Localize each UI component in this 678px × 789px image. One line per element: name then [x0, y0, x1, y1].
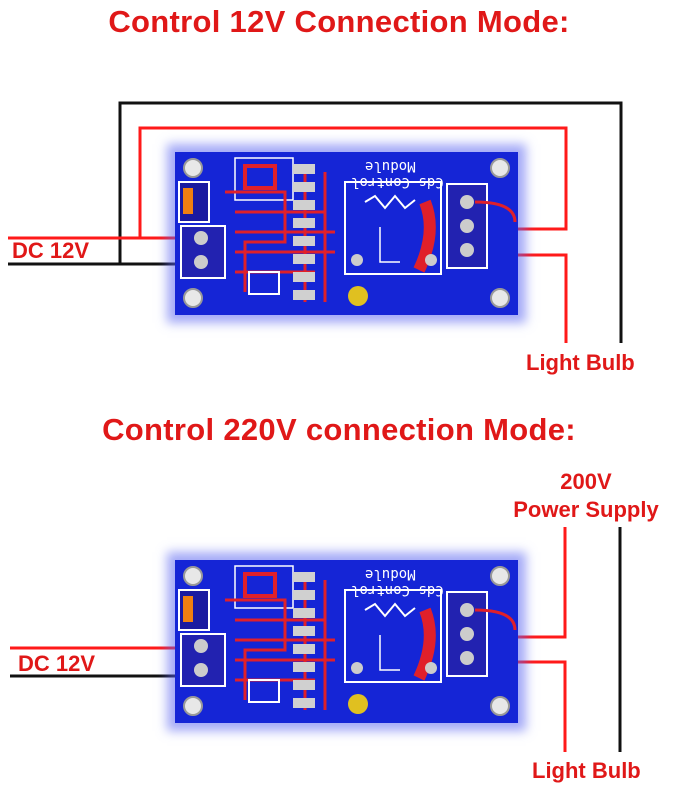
dc-12v-label-top: DC 12V — [12, 238, 90, 263]
red-wire-bottom-bulb — [515, 660, 567, 752]
relay-module-board-top: Module Cds Control — [175, 152, 518, 315]
power-supply-voltage: 200V — [560, 469, 612, 494]
red-wire-top-bulb — [515, 253, 568, 343]
title-220v-mode: Control 220V connection Mode: — [102, 412, 576, 447]
relay-module-board-bottom: Module Cds Control — [175, 560, 518, 723]
silkscreen-module-label: Module — [365, 158, 416, 174]
title-12v-mode: Control 12V Connection Mode: — [108, 4, 570, 39]
silkscreen-module-label: Module — [365, 566, 416, 582]
black-wire-top — [8, 101, 623, 343]
red-wire-power-supply — [515, 527, 567, 639]
dc-12v-label-bottom: DC 12V — [18, 651, 96, 676]
power-supply-text: Power Supply — [513, 497, 659, 522]
light-bulb-label-bottom: Light Bulb — [532, 758, 641, 783]
silkscreen-control-label: Cds Control — [351, 582, 444, 598]
silkscreen-control-label: Cds Control — [351, 174, 444, 190]
light-bulb-label-top: Light Bulb — [526, 350, 635, 375]
power-supply-label: 200V Power Supply — [488, 468, 678, 524]
red-wire-top-com — [8, 126, 568, 240]
